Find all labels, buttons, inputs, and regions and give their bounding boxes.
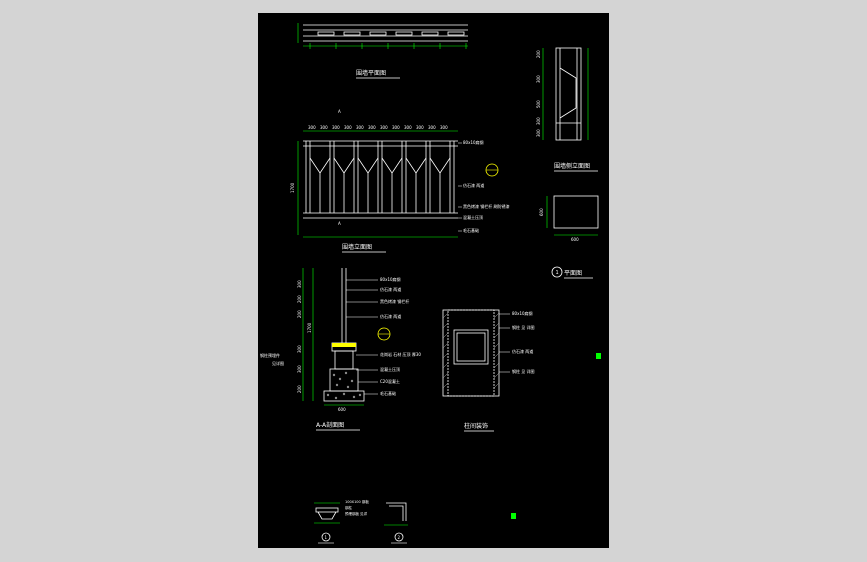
bottom-detail-a (315, 507, 339, 520)
plan-title: 围墙平面图 (356, 69, 386, 77)
elevation-notes: 80x10扁钢 仿石漆 两道 黑色烤漆 钢栏杆 刷防锈漆 混凝土压顶 毛石基础 (463, 139, 510, 233)
svg-text:300: 300 (428, 125, 436, 130)
post-notes: 80x10扁钢 钢柱 见 详图 仿石漆 两道 钢柱 见 详图 (512, 310, 535, 374)
drawing-sheet[interactable]: 围墙平面图 (258, 13, 609, 548)
svg-text:300: 300 (308, 125, 316, 130)
detail-a-symbol (321, 532, 331, 542)
detail-b-symbol (394, 532, 404, 542)
svg-text:毛石基础: 毛石基础 (380, 390, 396, 396)
bottom-detail-b (386, 502, 407, 521)
elevation-dimensions (297, 130, 458, 238)
svg-text:1700: 1700 (307, 322, 312, 333)
svg-text:300: 300 (344, 125, 352, 130)
plan-view (303, 24, 468, 42)
svg-text:钢柱: 钢柱 (345, 505, 353, 510)
svg-text:黑色烤漆 钢栏杆: 黑色烤漆 钢栏杆 (380, 298, 409, 304)
small-box-height: 600 (539, 208, 544, 216)
section-mark-top: A (338, 109, 341, 114)
marker-right-middle (596, 353, 601, 359)
svg-text:300: 300 (320, 125, 328, 130)
svg-text:300: 300 (297, 365, 302, 373)
section-mark-bottom: A (338, 221, 341, 226)
elevation-view (303, 140, 458, 219)
svg-text:仿石漆 两道: 仿石漆 两道 (512, 348, 533, 354)
svg-text:C20混凝土: C20混凝土 (380, 378, 400, 384)
small-plan-box (553, 195, 599, 229)
svg-text:花岗岩 石材 压顶 厚30: 花岗岩 石材 压顶 厚30 (380, 351, 421, 357)
svg-text:300: 300 (380, 125, 388, 130)
svg-text:300: 300 (297, 345, 302, 353)
svg-text:300: 300 (404, 125, 412, 130)
svg-text:1: 1 (325, 535, 328, 540)
elevation-leaders (458, 142, 462, 232)
post-hatch (442, 312, 500, 389)
svg-text:毛石基础: 毛石基础 (463, 227, 479, 233)
side-elevation (555, 47, 582, 141)
svg-text:600: 600 (338, 407, 346, 412)
svg-text:200: 200 (297, 310, 302, 318)
section-hatch (326, 371, 362, 400)
svg-text:黑色烤漆 钢栏杆 刷防锈漆: 黑色烤漆 钢栏杆 刷防锈漆 (463, 203, 510, 209)
svg-text:1: 1 (556, 270, 559, 276)
bottom-detail-notes: 100X100 钢板 钢柱 预埋钢板 见详 (345, 499, 369, 516)
svg-text:混凝土压顶: 混凝土压顶 (463, 214, 483, 220)
small-box-width: 600 (571, 237, 579, 242)
side-dimensions (542, 48, 589, 140)
plan-small-symbol (551, 266, 563, 278)
svg-text:300: 300 (368, 125, 376, 130)
svg-text:钢柱 见 详图: 钢柱 见 详图 (512, 368, 535, 374)
section-left-note-2: 见详图 (272, 360, 284, 366)
elevation-dim-labels: 300 300 300 300 300 300 300 300 300 300 … (290, 125, 448, 193)
svg-text:2: 2 (398, 535, 401, 540)
post-leaders (499, 313, 510, 373)
section-dim-labels: 300 200 200 300 300 200 1700 600 (297, 280, 346, 412)
elevation-title: 围墙立面图 (342, 243, 372, 251)
bottom-detail-a-dims (314, 502, 340, 524)
svg-text:300: 300 (416, 125, 424, 130)
side-elevation-title: 围墙侧立面图 (554, 162, 590, 170)
svg-text:100X100 钢板: 100X100 钢板 (345, 499, 369, 504)
svg-text:混凝土压顶: 混凝土压顶 (380, 366, 400, 372)
svg-text:300: 300 (392, 125, 400, 130)
svg-text:300: 300 (332, 125, 340, 130)
svg-text:200: 200 (536, 50, 541, 58)
svg-text:500: 500 (536, 100, 541, 108)
post-detail (442, 309, 500, 397)
section-leaders (346, 279, 378, 395)
svg-text:80x10扁钢: 80x10扁钢 (380, 276, 401, 282)
section-dimensions (302, 268, 364, 406)
svg-text:300: 300 (536, 75, 541, 83)
svg-text:80x10扁钢: 80x10扁钢 (463, 139, 484, 145)
section-notes: 80x10扁钢 仿石漆 两道 黑色烤漆 钢栏杆 仿石漆 两道 花岗岩 石材 压顶… (380, 276, 421, 396)
plan-small-title: 平面图 (564, 270, 582, 277)
svg-text:1700: 1700 (290, 182, 295, 193)
svg-text:300: 300 (297, 280, 302, 288)
svg-text:300: 300 (536, 129, 541, 137)
plan-dimensions (297, 23, 468, 49)
section-view (323, 268, 365, 402)
svg-text:钢柱 见 详图: 钢柱 见 详图 (512, 324, 535, 330)
svg-text:仿石漆 两道: 仿石漆 两道 (380, 313, 401, 319)
marker-bottom (511, 513, 516, 519)
section-left-note: 钢柱预埋件 (260, 352, 280, 358)
svg-text:300: 300 (440, 125, 448, 130)
svg-text:200: 200 (297, 295, 302, 303)
svg-text:预埋钢板 见详: 预埋钢板 见详 (345, 511, 368, 516)
svg-text:80x10扁钢: 80x10扁钢 (512, 310, 533, 316)
cad-drawing: 围墙平面图 (260, 23, 601, 544)
svg-text:300: 300 (536, 117, 541, 125)
side-dim-labels: 200 300 500 300 300 (536, 50, 541, 137)
svg-text:仿石漆 两道: 仿石漆 两道 (463, 182, 484, 188)
post-detail-title: 柱间装饰 (464, 422, 488, 430)
svg-text:300: 300 (356, 125, 364, 130)
svg-text:仿石漆 两道: 仿石漆 两道 (380, 286, 401, 292)
section-title: A-A剖面图 (316, 421, 344, 429)
svg-text:200: 200 (297, 385, 302, 393)
